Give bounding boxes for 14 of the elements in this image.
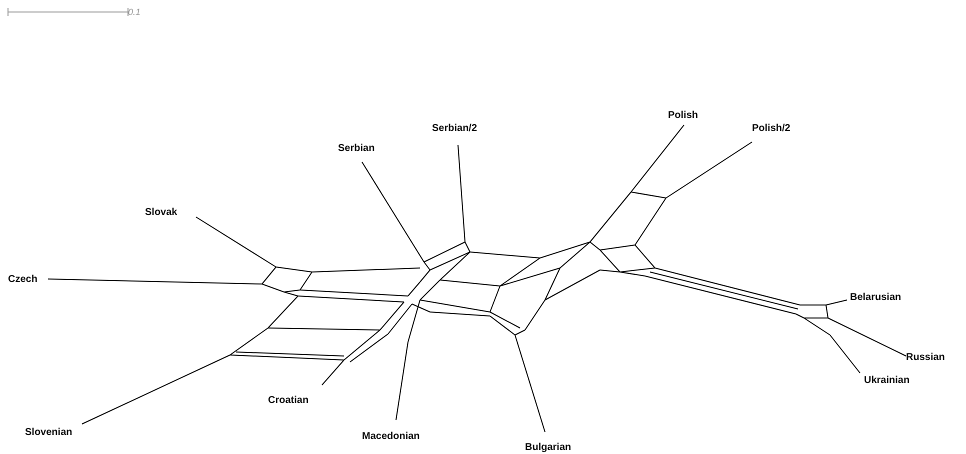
taxon-label: Belarusian — [850, 292, 902, 304]
taxon-label: Russian — [906, 352, 945, 364]
taxon-label: Polish/2 — [752, 123, 790, 135]
taxon-label: Ukrainian — [864, 375, 910, 387]
taxon-label: Slovak — [145, 207, 178, 219]
taxon-label: Bulgarian — [525, 442, 572, 454]
taxon-label: Serbian — [338, 143, 375, 155]
taxon-label: Slovenian — [25, 427, 72, 439]
scale-label: 0.1 — [128, 6, 141, 18]
taxon-label: Macedonian — [362, 431, 420, 443]
taxon-label: Czech — [8, 274, 38, 286]
taxon-label: Croatian — [268, 395, 309, 407]
taxon-label: Polish — [668, 110, 698, 122]
taxon-label: Serbian/2 — [432, 123, 478, 135]
